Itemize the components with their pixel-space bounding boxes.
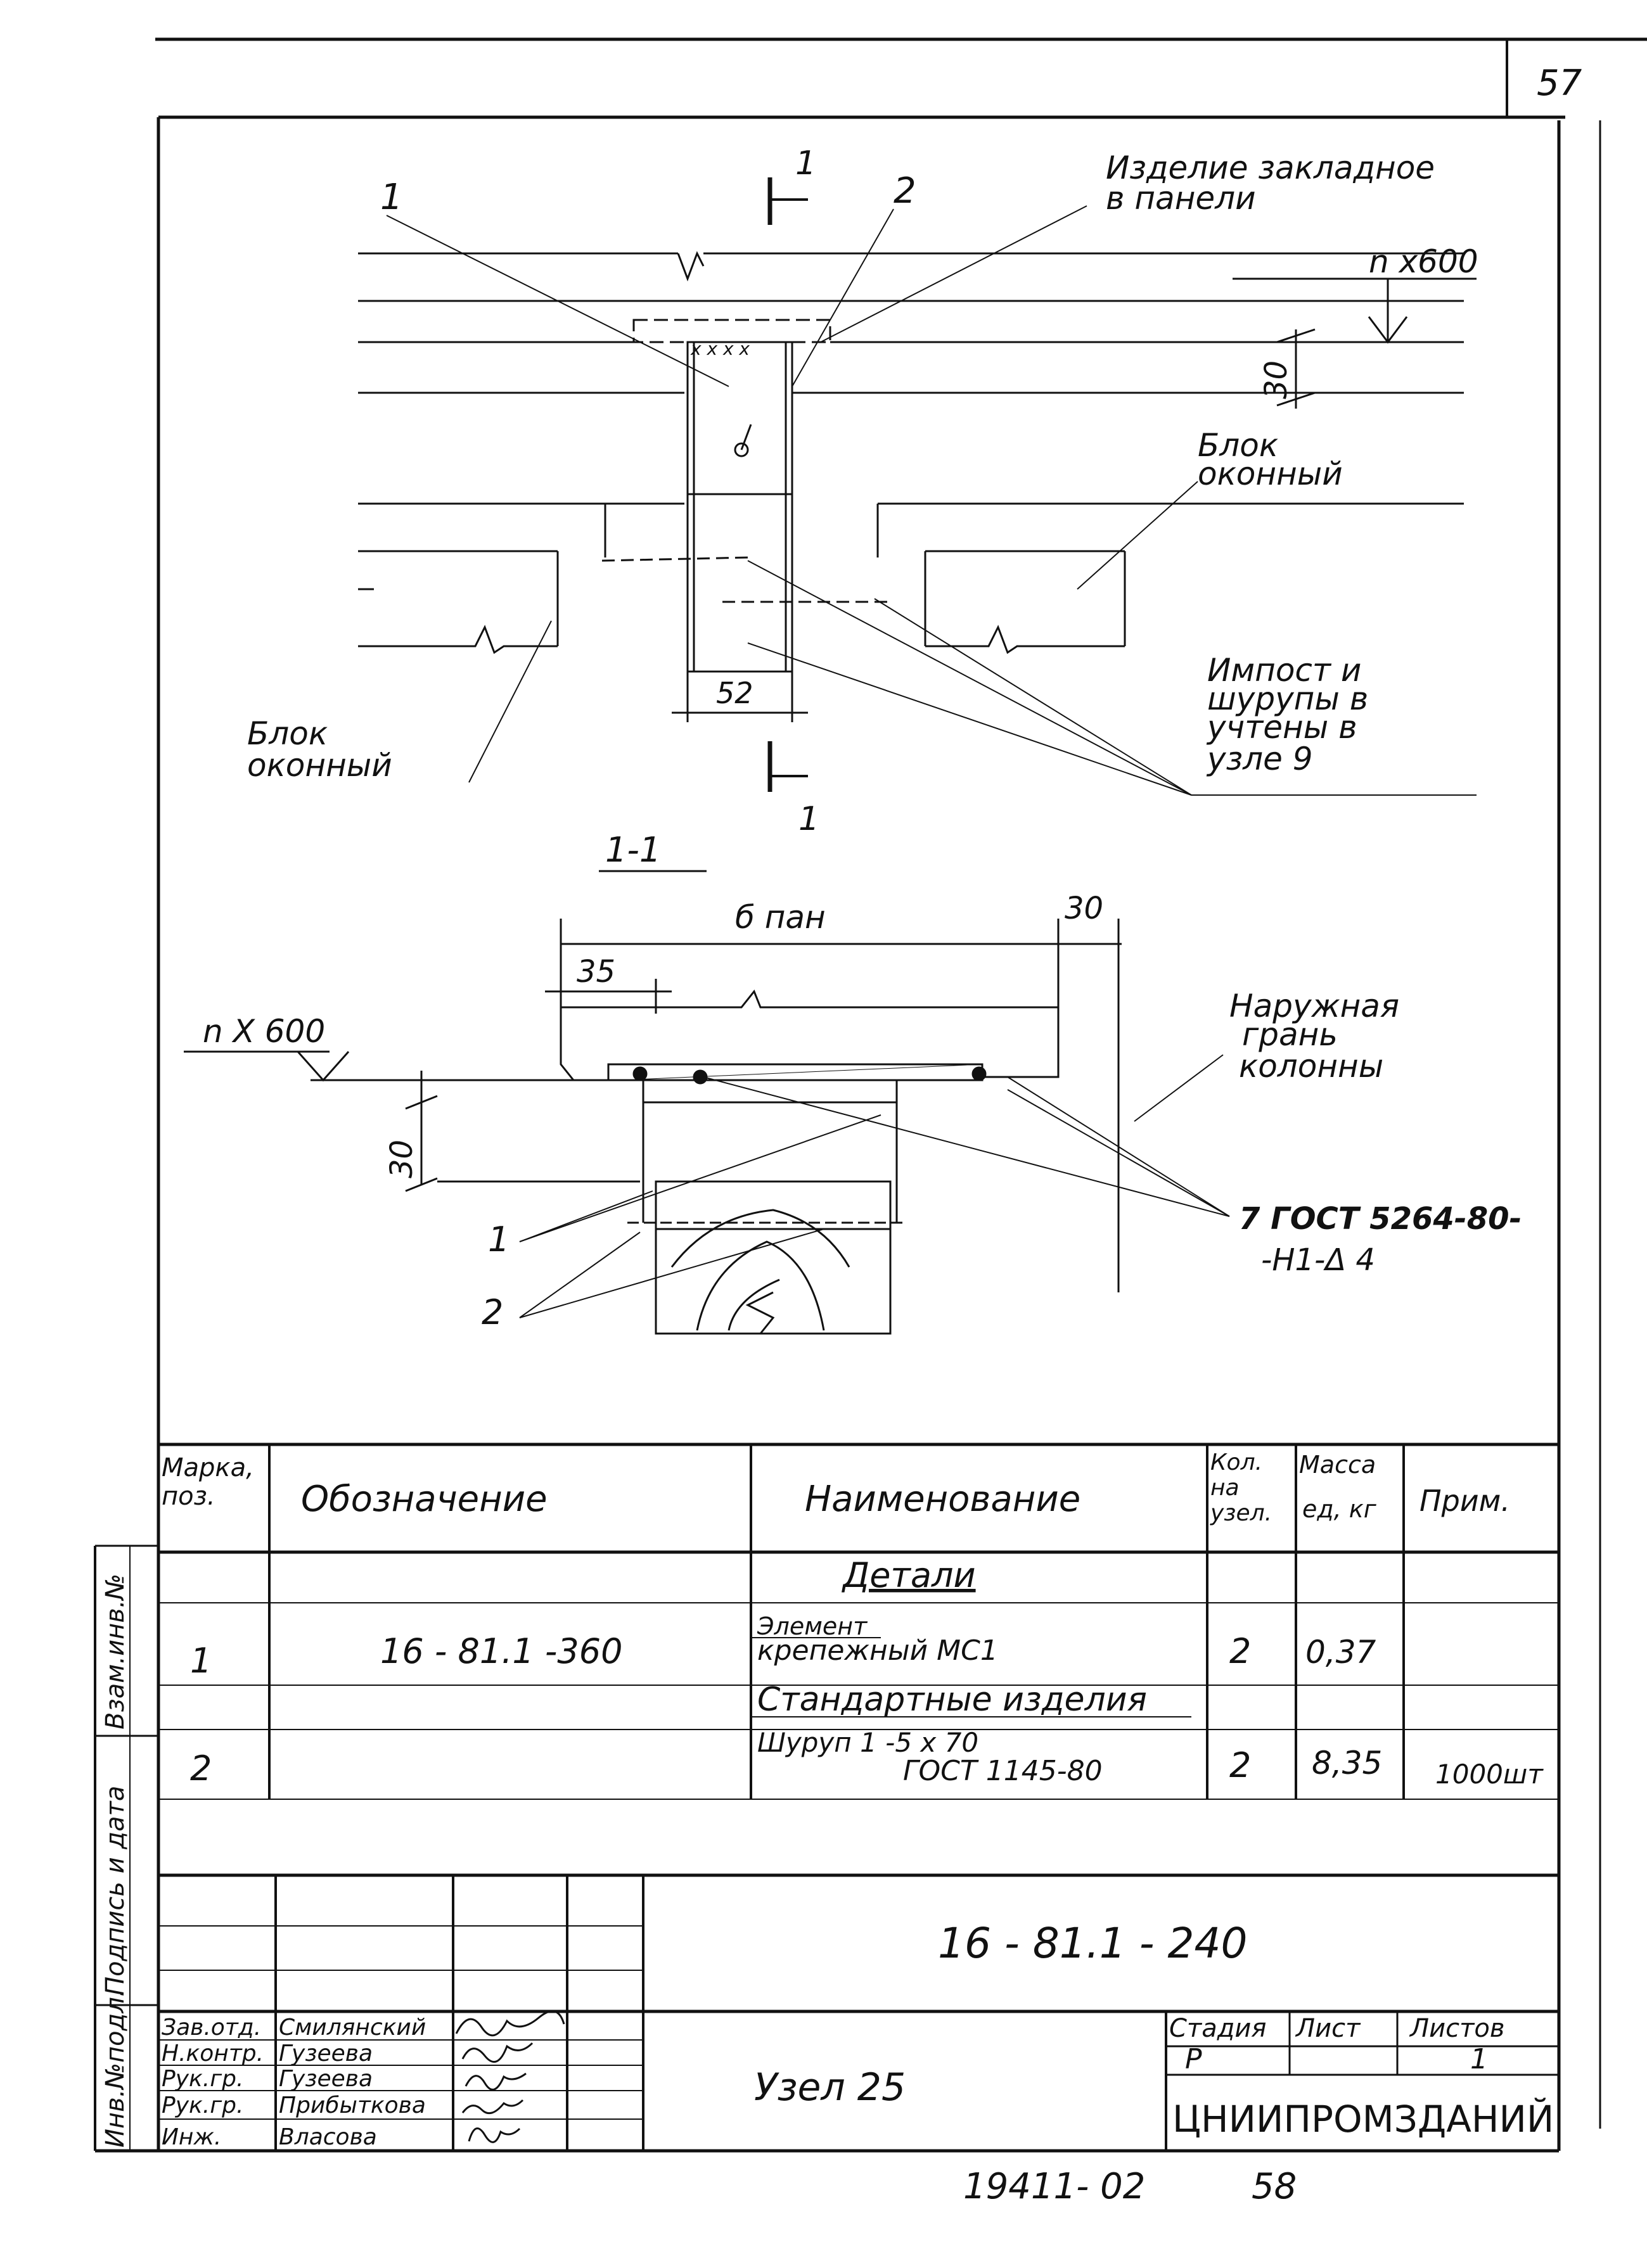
sheets-header: Листов [1409, 2014, 1504, 2043]
plan-note-3: учтены в [1206, 709, 1357, 746]
page-number: 57 [1537, 63, 1582, 104]
stage-value: Р [1185, 2043, 1202, 2075]
plan-dim-30: 30 [1259, 360, 1294, 399]
sig-role: Инж. [162, 2124, 221, 2150]
embedded-part-label: Изделие закладное [1106, 150, 1435, 186]
header-designation: Обозначение [301, 1479, 548, 1520]
sig-role: Зав.отд. [162, 2015, 261, 2041]
plan-grid-label: n x600 [1369, 243, 1478, 280]
bottom-code: 19411- 02 [963, 2166, 1145, 2207]
header-note: Прим. [1419, 1484, 1510, 1518]
row2-qty: 2 [1229, 1745, 1251, 1785]
section-pos1: 1 [488, 1220, 509, 1259]
row1-name: Элемент [757, 1612, 868, 1640]
row1-designation: 16 - 81.1 -360 [380, 1631, 622, 1671]
plan-pos1: 1 [380, 177, 403, 218]
header-mark: Марка, [162, 1453, 254, 1482]
plan-note-2: шурупы в [1207, 680, 1368, 717]
document-code: 16 - 81.1 - 240 [938, 1919, 1247, 1968]
signature-roles: Зав.отд. Н.контр. Рук.гр. Рук.гр. Инж. С… [162, 2015, 426, 2150]
window-block-left: Блок [247, 715, 328, 752]
section-dim-35: 35 [577, 954, 615, 990]
stage-header: Стадия [1169, 2014, 1266, 2043]
sig-role: Рук.гр. [162, 2066, 243, 2092]
window-block-right-2: оконный [1198, 456, 1343, 492]
plan-section-mark-bottom: 1 [798, 800, 819, 838]
header-qty: Кол. [1210, 1449, 1262, 1475]
drawing-title: Узел 25 [754, 2065, 906, 2110]
section-view [184, 870, 1230, 1335]
title-block-grid [158, 1875, 1559, 2151]
row2-name: Шуруп 1 -5 x 70 [757, 1727, 978, 1758]
sig-role: Н.контр. [162, 2041, 264, 2067]
row1-mass: 0,37 [1305, 1634, 1376, 1671]
outer-face-label-3: колонны [1239, 1048, 1383, 1085]
sheet-frame [94, 37, 1647, 2153]
plan-note-1: Импост и [1207, 652, 1361, 689]
plan-pos2: 2 [894, 170, 916, 212]
section-grid-label: n X 600 [203, 1013, 325, 1050]
section-pos2: 2 [482, 1292, 503, 1332]
sig-name: Власова [279, 2124, 377, 2150]
sig-name: Смилянский [279, 2015, 426, 2041]
outer-face-label: Наружная [1229, 988, 1399, 1024]
row2-name-2: ГОСТ 1145-80 [903, 1755, 1103, 1787]
section-dim-bpan: б пан [735, 899, 826, 936]
row1-pos: 1 [190, 1641, 212, 1681]
row2-pos: 2 [190, 1749, 212, 1788]
section-dim-30-left: 30 [384, 1140, 420, 1178]
strip-replace-inv: Взам.инв.№ [101, 1574, 130, 1730]
strip-sign-date: Подпись и дата [101, 1786, 130, 1996]
row1-qty: 2 [1229, 1631, 1251, 1671]
weld-spec-2: -Н1-Δ 4 [1261, 1242, 1375, 1278]
sheet-header: Лист [1295, 2014, 1361, 2043]
section-title: 1-1 [605, 830, 661, 870]
section-details: Детали [842, 1555, 976, 1595]
plan-view: x x x x [358, 177, 1477, 796]
window-block-right: Блок [1198, 427, 1278, 464]
sig-name: Прибыткова [279, 2093, 426, 2118]
organization: ЦНИИПРОМЗДАНИЙ [1172, 2097, 1554, 2141]
spec-table-grid [158, 1443, 1559, 1877]
plan-section-mark-top: 1 [795, 144, 816, 182]
bottom-page: 58 [1252, 2166, 1297, 2207]
header-name: Наименование [805, 1479, 1080, 1520]
sig-name: Гузеева [279, 2041, 373, 2067]
sig-role: Рук.гр. [162, 2093, 243, 2118]
section-dim-30-top: 30 [1065, 891, 1103, 926]
row1-name-2: крепежный МС1 [757, 1634, 998, 1667]
plan-dim-52: 52 [716, 676, 753, 710]
sheets-value: 1 [1470, 2043, 1488, 2075]
header-qty-3: узел. [1210, 1500, 1272, 1526]
header-mass-2: ед, кг [1302, 1495, 1377, 1523]
outer-face-label-2: грань [1242, 1016, 1338, 1053]
sig-name: Гузеева [279, 2066, 373, 2092]
handwritten-signatures [455, 2010, 565, 2143]
row2-mass: 8,35 [1312, 1745, 1382, 1781]
header-mark-2: поз. [162, 1482, 215, 1511]
plan-note-4: узле 9 [1206, 741, 1313, 777]
weld-spec: 7 ГОСТ 5264-80- [1239, 1201, 1522, 1237]
header-qty-2: на [1210, 1475, 1240, 1501]
embedded-part-label-2: в панели [1106, 180, 1256, 217]
header-mass: Масса [1299, 1451, 1376, 1479]
section-standard: Стандартные изделия [757, 1681, 1147, 1719]
window-block-left-2: оконный [247, 747, 392, 784]
svg-text:x x x x: x x x x [690, 338, 750, 359]
row2-note: 1000шт [1435, 1759, 1544, 1790]
strip-inv-orig: Инв.№подл. [101, 1989, 130, 2148]
